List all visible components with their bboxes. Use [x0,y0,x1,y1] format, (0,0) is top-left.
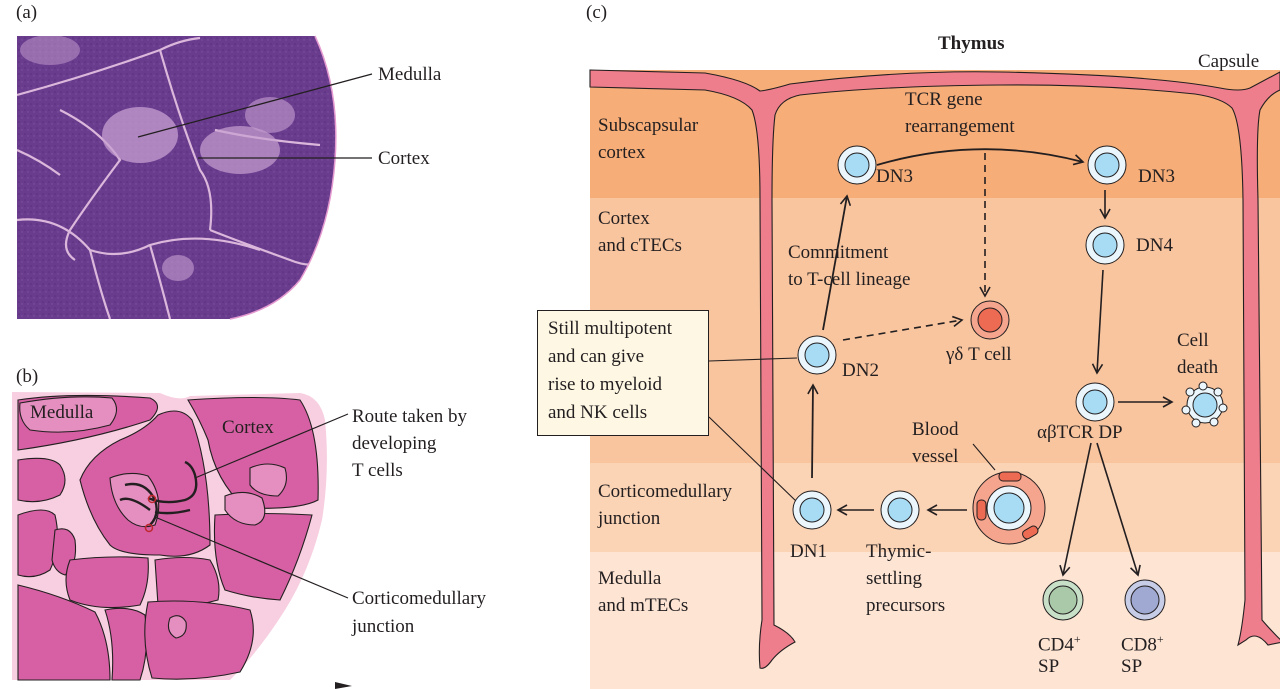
label-b-cortex: Cortex [222,417,274,438]
label-b-route-2: developing [352,433,437,454]
capsule-label: Capsule [1198,51,1260,72]
label-dn4: DN4 [1136,235,1173,256]
label-b-route-3: T cells [352,460,403,481]
zone-label-cmj-1: Corticomedullary [598,481,733,502]
note-line-1: Still multipotent [548,318,673,339]
leader-blood-vessel [972,443,996,471]
cell-gd-t [970,300,1010,340]
label-cell-death-1: Cell [1177,330,1209,351]
zone-label-medulla-2: and mTECs [598,595,689,616]
leader-note-dn2 [708,357,798,362]
junction-entry-dot [147,494,157,504]
label-b-junction-1: Corticomedullary [352,588,487,609]
label-dn3-left: DN3 [876,166,913,187]
label-cd8-sp: SP [1121,656,1143,677]
cell-cd8 [1124,579,1166,621]
zone-medulla [590,552,1280,689]
cell-tsp [880,490,920,530]
leader-line-route [194,413,349,479]
zone-label-medulla-1: Medulla [598,568,662,589]
multipotent-note: Still multipotent and can give rise to m… [537,310,709,436]
label-b-medulla: Medulla [30,402,94,423]
cell-dying [1181,381,1228,428]
cell-dn3-left [837,145,877,185]
leader-note-dn1 [708,416,798,503]
arrow-dn2-to-gd [842,315,964,341]
label-cd4-sup: + [1073,632,1081,646]
cell-dn4 [1085,225,1125,265]
arrow-dn3-rearrangement [876,148,1085,166]
zone-label-subscapsular-2: cortex [598,142,646,163]
label-commitment-2: to T-cell lineage [788,269,911,290]
cell-cd4 [1042,579,1084,621]
histology-section [17,36,336,319]
label-a-medulla: Medulla [378,64,442,85]
label-tsp-1: Thymic- [866,541,932,562]
label-tsp-2: settling [866,568,922,589]
label-dn2: DN2 [842,360,879,381]
label-tcr-1: TCR gene [905,89,983,110]
arrow-dn1-to-dn2 [807,383,819,479]
capsule-septa [589,69,1280,669]
note-line-2: and can give [548,346,645,367]
cell-dn2 [797,335,837,375]
label-dn3-right: DN3 [1138,166,1175,187]
zone-label-cortex-2: and cTECs [598,235,682,256]
label-cell-death-2: death [1177,357,1219,378]
note-line-4: and NK cells [548,402,648,423]
label-dn1: DN1 [790,541,827,562]
zone-label-subscapsular-1: Subscapsular [598,115,699,136]
label-gd: γδ T cell [946,344,1012,365]
zone-label-cmj-2: junction [598,508,661,529]
cell-dn1 [792,490,832,530]
label-blood-vessel-1: Blood [912,419,959,440]
panel-b-tag: (b) [16,366,39,387]
label-cd8: CD8+ [1121,626,1164,658]
cell-dp [1075,382,1115,422]
label-tcr-2: rearrangement [905,116,1015,137]
zone-label-cortex-1: Cortex [598,208,650,229]
arrow-dp-to-cd8 [1096,442,1141,577]
panel-a-tag: (a) [16,2,38,23]
label-dp: αβTCR DP [1037,422,1123,443]
arrow-dn4-to-dp [1091,269,1104,375]
medulla-regions [19,396,287,639]
label-b-route-1: Route taken by [352,406,468,427]
panel-c-tag: (c) [586,2,608,23]
label-cd4-main: CD4 [1038,634,1074,656]
leader-line-medulla [137,73,373,138]
arrow-dn2-to-dn3 [822,194,852,331]
label-cd8-sup: + [1156,632,1164,646]
label-a-cortex: Cortex [378,148,430,169]
cells [792,145,1228,621]
label-cd8-main: CD8 [1121,634,1157,656]
junction-exit-dot [144,523,154,533]
label-blood-vessel-2: vessel [912,446,959,467]
note-line-3: rise to myeloid [548,374,662,395]
arrow-dp-to-cd4 [1059,442,1092,577]
label-b-junction-2: junction [352,616,415,637]
label-commitment-1: Commitment [788,242,889,263]
cell-dn3-right [1087,145,1127,185]
label-cd4-sp: SP [1038,656,1060,677]
label-tsp-3: precursors [866,595,946,616]
label-cd4: CD4+ [1038,626,1081,658]
thymus-title: Thymus [938,33,1005,54]
leader-line-junction [154,516,349,599]
zone-corticomedullary [590,463,1280,552]
blood-vessel [972,471,1046,545]
